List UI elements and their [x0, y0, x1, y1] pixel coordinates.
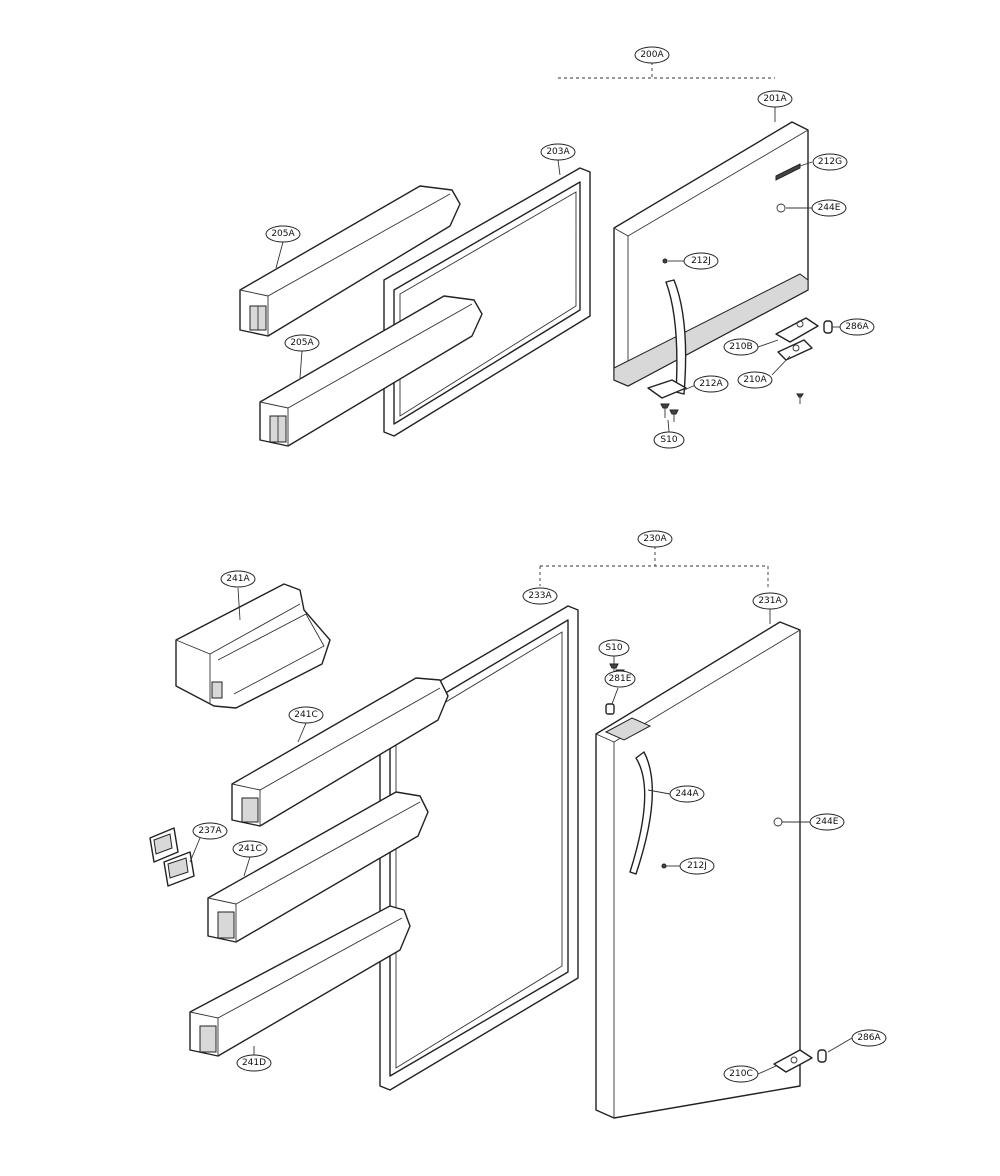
svg-text:241D: 241D: [242, 1058, 266, 1068]
label-fridge-hinge: 210C: [723, 1065, 759, 1083]
freezer-handle: [647, 279, 687, 399]
freezer-screws: [660, 403, 679, 422]
svg-text:205A: 205A: [290, 338, 314, 348]
svg-text:286A: 286A: [857, 1033, 881, 1043]
label-dairy-basket: 241A: [220, 570, 256, 588]
label-egg-tray: 237A: [192, 822, 228, 840]
dairy-basket: [175, 583, 331, 709]
svg-text:212G: 212G: [818, 157, 842, 167]
freezer-leader-lines: [275, 106, 840, 433]
label-freezer-screw: S10: [653, 431, 685, 449]
freezer-basket-upper: [239, 185, 461, 337]
label-freezer-handle: 212A: [693, 375, 729, 393]
label-fridge-door: 231A: [752, 592, 788, 610]
svg-text:230A: 230A: [643, 534, 667, 544]
svg-text:201A: 201A: [763, 94, 787, 104]
label-freezer-handle-screw: 212J: [683, 252, 719, 270]
svg-text:212J: 212J: [691, 256, 711, 266]
egg-trays: [149, 827, 195, 887]
label-fridge-handle: 244A: [669, 785, 705, 803]
label-fridge-hinge-pin: 281E: [604, 670, 636, 688]
label-freezer-handle-top: 212G: [812, 153, 848, 171]
svg-text:241C: 241C: [294, 710, 317, 720]
freezer-gasket: [383, 167, 591, 437]
svg-text:237A: 237A: [198, 826, 222, 836]
label-fridge-screw: S10: [598, 639, 630, 657]
freezer-basket-lower: [259, 295, 483, 447]
label-freezer-basket-upper: 205A: [265, 225, 301, 243]
svg-text:210A: 210A: [743, 375, 767, 385]
fridge-basket-bottom: [189, 905, 411, 1057]
label-fridge-cap: 286A: [851, 1029, 887, 1047]
label-fridge-screw-cover: 244E: [809, 813, 845, 831]
label-freezer-hinge-a: 210A: [737, 371, 773, 389]
fridge-hinge: [773, 1049, 813, 1073]
fridge-leader-lines: [189, 587, 853, 1075]
fridge-basket-middle: [207, 791, 429, 943]
fridge-gasket: [379, 605, 579, 1091]
svg-text:244E: 244E: [818, 203, 841, 213]
svg-text:210B: 210B: [729, 342, 752, 352]
svg-text:244A: 244A: [675, 789, 699, 799]
svg-text:241A: 241A: [226, 574, 250, 584]
svg-text:200A: 200A: [640, 50, 664, 60]
label-freezer-hinge-b: 210B: [723, 338, 759, 356]
svg-text:244E: 244E: [816, 817, 839, 827]
label-freezer-cap: 286A: [839, 318, 875, 336]
svg-text:286A: 286A: [845, 322, 869, 332]
svg-text:205A: 205A: [271, 229, 295, 239]
fridge-assembly-bracket: [539, 546, 769, 590]
fridge-basket-upper: [231, 677, 449, 827]
freezer-assembly-bracket: [558, 62, 775, 79]
label-freezer-basket-lower: 205A: [284, 334, 320, 352]
svg-text:203A: 203A: [546, 147, 570, 157]
freezer-hinges: [775, 317, 819, 404]
svg-text:281E: 281E: [609, 674, 632, 684]
svg-text:212A: 212A: [699, 379, 723, 389]
svg-text:S10: S10: [605, 643, 622, 653]
label-fridge-gasket: 233A: [522, 587, 558, 605]
svg-text:212J: 212J: [687, 861, 707, 871]
label-freezer-door-assy: 200A: [634, 46, 670, 64]
label-basket-middle: 241C: [232, 840, 268, 858]
svg-text:241C: 241C: [238, 844, 261, 854]
svg-text:233A: 233A: [528, 591, 552, 601]
label-basket-upper: 241C: [288, 706, 324, 724]
svg-text:231A: 231A: [758, 596, 782, 606]
label-basket-bottom: 241D: [236, 1054, 272, 1072]
label-freezer-door: 201A: [757, 90, 793, 108]
fridge-cap: [817, 1049, 827, 1063]
label-fridge-handle-screw: 212J: [679, 857, 715, 875]
label-freezer-screw-cover: 244E: [811, 199, 847, 217]
svg-text:S10: S10: [660, 435, 677, 445]
svg-text:210C: 210C: [729, 1069, 752, 1079]
freezer-cap: [823, 320, 833, 334]
label-fridge-door-assy: 230A: [637, 530, 673, 548]
label-freezer-gasket: 203A: [540, 143, 576, 161]
